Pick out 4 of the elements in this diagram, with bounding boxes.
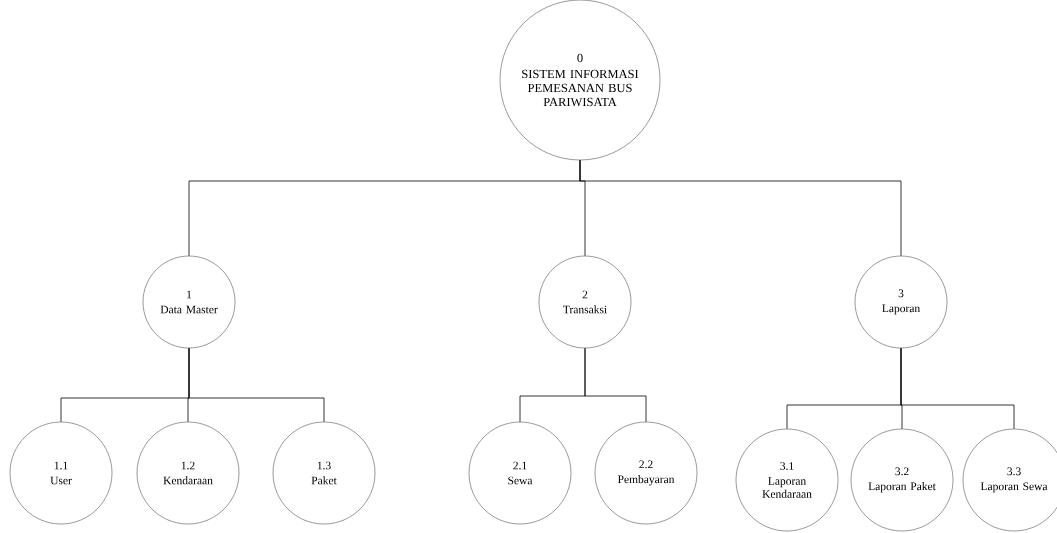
connector-line: [584, 347, 647, 423]
connector-line: [579, 159, 902, 257]
connector-line: [900, 347, 1015, 430]
connector-line: [188, 347, 325, 423]
